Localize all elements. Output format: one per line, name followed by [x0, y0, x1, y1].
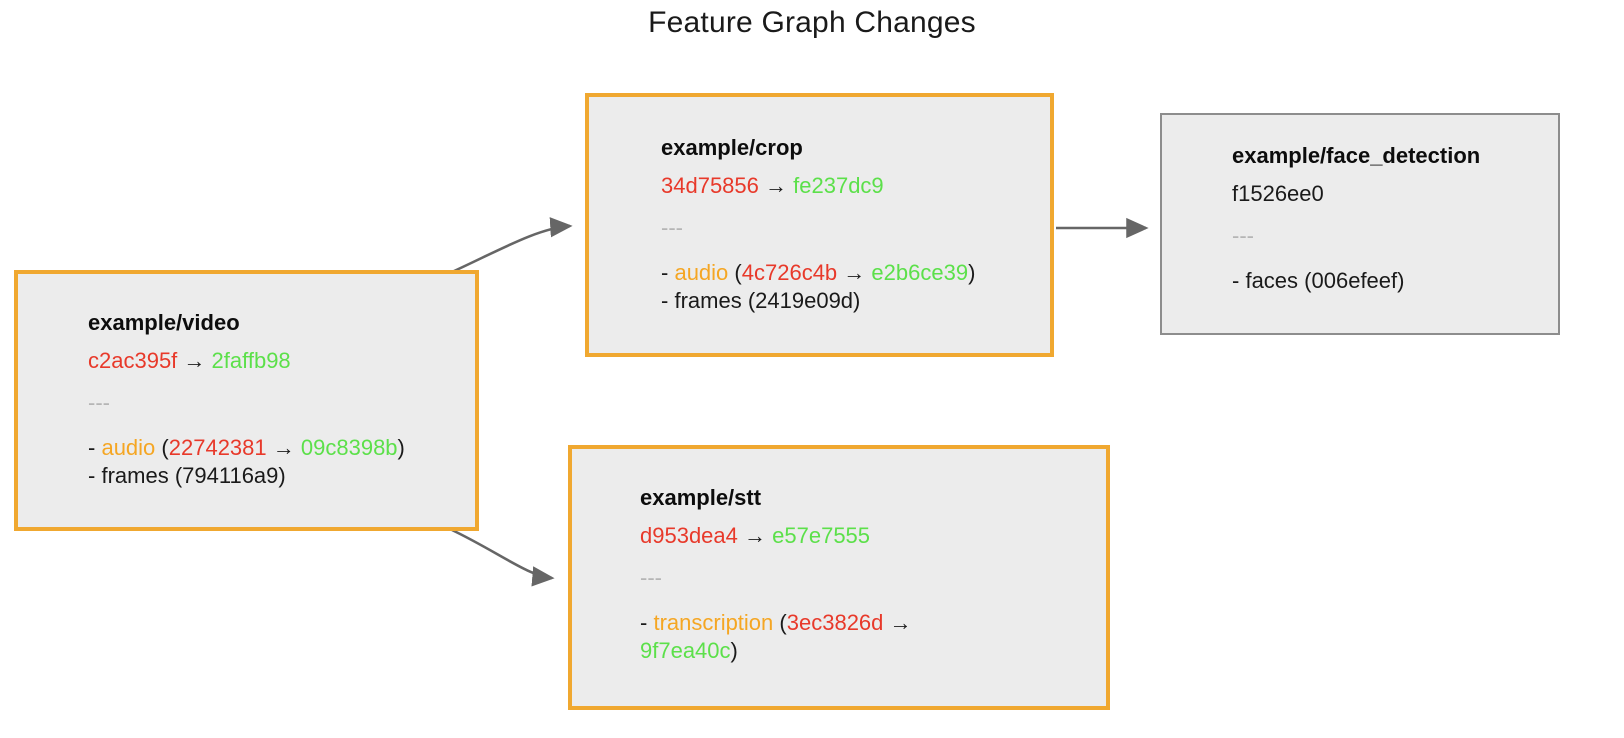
hash-arrow-icon: →	[889, 610, 912, 635]
bullet: -	[640, 610, 648, 635]
node-stt-content: example/stt d953dea4 → e57e7555 --- - tr…	[572, 449, 940, 665]
node-stt-new-hash: e57e7555	[772, 523, 871, 548]
feature-name-frames: frames	[101, 463, 169, 489]
node-stt-title: example/stt	[640, 485, 762, 510]
node-crop-new-hash: fe237dc9	[793, 173, 884, 198]
node-video-new-hash: 2faffb98	[211, 348, 291, 373]
feature-transcription-new-hash: 9f7ea40c	[640, 638, 731, 664]
bullet: -	[88, 435, 96, 460]
feature-name-frames: frames	[674, 288, 742, 314]
bullet: -	[1232, 268, 1240, 293]
graph-node-face-detection[interactable]: example/face_detection f1526ee0 --- - fa…	[1160, 113, 1560, 335]
feature-name-transcription: transcription	[653, 610, 774, 635]
node-video-title: example/video	[88, 310, 240, 335]
edge-video-to-crop	[451, 217, 573, 274]
node-crop-old-hash: 34d75856	[661, 173, 759, 198]
node-video-feature-audio: - audio (22742381 → 09c8398b)	[88, 435, 405, 460]
graph-node-video[interactable]: example/video c2ac395f → 2faffb98 --- - …	[14, 270, 479, 531]
feature-name-audio: audio	[674, 260, 729, 285]
bullet: -	[88, 463, 96, 489]
hash-arrow-icon: →	[843, 260, 866, 285]
feature-name-faces: faces	[1245, 268, 1299, 293]
node-stt-feature-transcription: - transcription (3ec3826d → 9f7ea40c)	[640, 610, 912, 664]
graph-node-stt[interactable]: example/stt d953dea4 → e57e7555 --- - tr…	[568, 445, 1110, 710]
node-crop-hash-change: 34d75856 → fe237dc9	[661, 175, 975, 197]
feature-faces-hash: 006efeef	[1311, 268, 1398, 293]
feature-audio-new-hash: 09c8398b	[300, 435, 398, 460]
node-face-detection-title: example/face_detection	[1232, 143, 1481, 168]
node-stt-separator: ---	[640, 565, 662, 590]
node-crop-content: example/crop 34d75856 → fe237dc9 --- - a…	[589, 97, 975, 315]
node-video-separator: ---	[88, 390, 110, 415]
feature-transcription-old-hash: 3ec3826d	[786, 610, 884, 635]
node-video-feature-frames: - frames (794116a9)	[88, 463, 286, 489]
graph-node-crop[interactable]: example/crop 34d75856 → fe237dc9 --- - a…	[585, 93, 1054, 357]
feature-audio-old-hash: 22742381	[168, 435, 267, 460]
node-face-detection-hash: f1526ee0	[1232, 181, 1324, 206]
hash-arrow-icon: →	[272, 435, 295, 460]
hash-arrow-icon: →	[744, 523, 767, 548]
feature-audio-new-hash: e2b6ce39	[871, 260, 969, 285]
node-stt-old-hash: d953dea4	[640, 523, 738, 548]
hash-arrow-icon: →	[183, 348, 206, 373]
node-crop-feature-audio: - audio (4c726c4b → e2b6ce39)	[661, 260, 976, 285]
edge-video-to-stt	[451, 528, 555, 587]
node-video-old-hash: c2ac395f	[88, 348, 178, 373]
feature-audio-old-hash: 4c726c4b	[741, 260, 838, 285]
node-face-detection-feature-faces: - faces (006efeef)	[1232, 268, 1405, 293]
node-video-hash-change: c2ac395f → 2faffb98	[88, 350, 405, 372]
feature-frames-hash: 794116a9	[182, 463, 279, 489]
node-stt-hash-change: d953dea4 → e57e7555	[640, 525, 940, 547]
node-crop-title: example/crop	[661, 135, 803, 160]
node-crop-separator: ---	[661, 215, 683, 240]
page-title: Feature Graph Changes	[648, 6, 976, 39]
bullet: -	[661, 260, 669, 285]
feature-name-audio: audio	[101, 435, 156, 460]
node-face-detection-content: example/face_detection f1526ee0 --- - fa…	[1162, 115, 1480, 295]
feature-frames-hash: 2419e09d	[755, 288, 854, 314]
hash-arrow-icon: →	[765, 173, 788, 198]
node-video-content: example/video c2ac395f → 2faffb98 --- - …	[18, 274, 405, 490]
bullet: -	[661, 288, 669, 314]
node-crop-feature-frames: - frames (2419e09d)	[661, 288, 861, 314]
node-face-detection-separator: ---	[1232, 223, 1254, 248]
